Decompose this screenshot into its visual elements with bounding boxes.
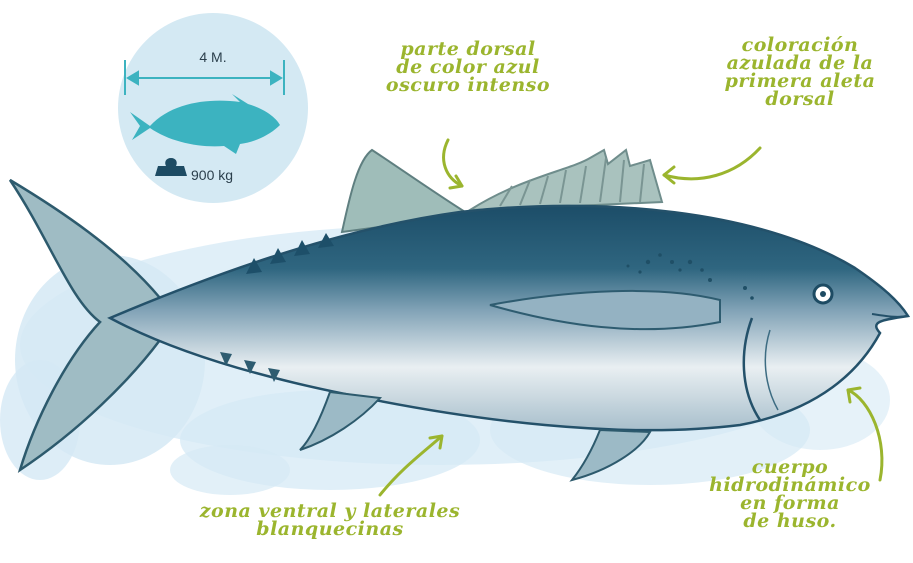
label-body-shape: cuerpo hidrodinámico en forma de huso. xyxy=(690,458,890,530)
length-value: 4 M. xyxy=(183,49,243,65)
weight-value: 900 kg xyxy=(191,167,233,183)
pupil xyxy=(820,291,826,297)
label-dorsal-color: parte dorsal de color azul oscuro intens… xyxy=(368,40,568,94)
second-dorsal-finlets xyxy=(470,150,662,210)
arrow-fin xyxy=(664,148,760,179)
label-fin-color: coloración azulada de la primera aleta d… xyxy=(700,36,900,108)
label-ventral-zone: zona ventral y laterales blanquecinas xyxy=(180,502,480,538)
